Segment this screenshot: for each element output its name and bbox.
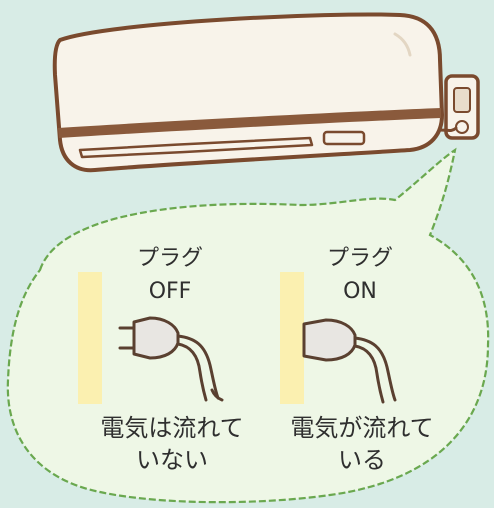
off-panel-caption-line1: 電気は流れて <box>100 414 244 442</box>
on-panel-caption-line1: 電気が流れて <box>290 414 434 442</box>
wall-outlet-icon <box>438 74 480 140</box>
off-panel-state: OFF <box>148 279 192 304</box>
air-conditioner-icon <box>52 12 444 173</box>
on-panel-caption-line2: いる <box>338 446 386 474</box>
speech-bubble <box>6 147 490 504</box>
wall-strip-off <box>78 272 102 404</box>
plug-icon-off <box>118 316 224 402</box>
on-panel-state: ON <box>343 279 377 304</box>
off-panel-title: プラグ <box>136 246 203 271</box>
on-panel-title: プラグ <box>326 246 393 271</box>
wall-strip-on <box>280 272 304 404</box>
plug-icon-on <box>302 318 397 404</box>
off-panel-caption-line2: いない <box>136 446 208 474</box>
